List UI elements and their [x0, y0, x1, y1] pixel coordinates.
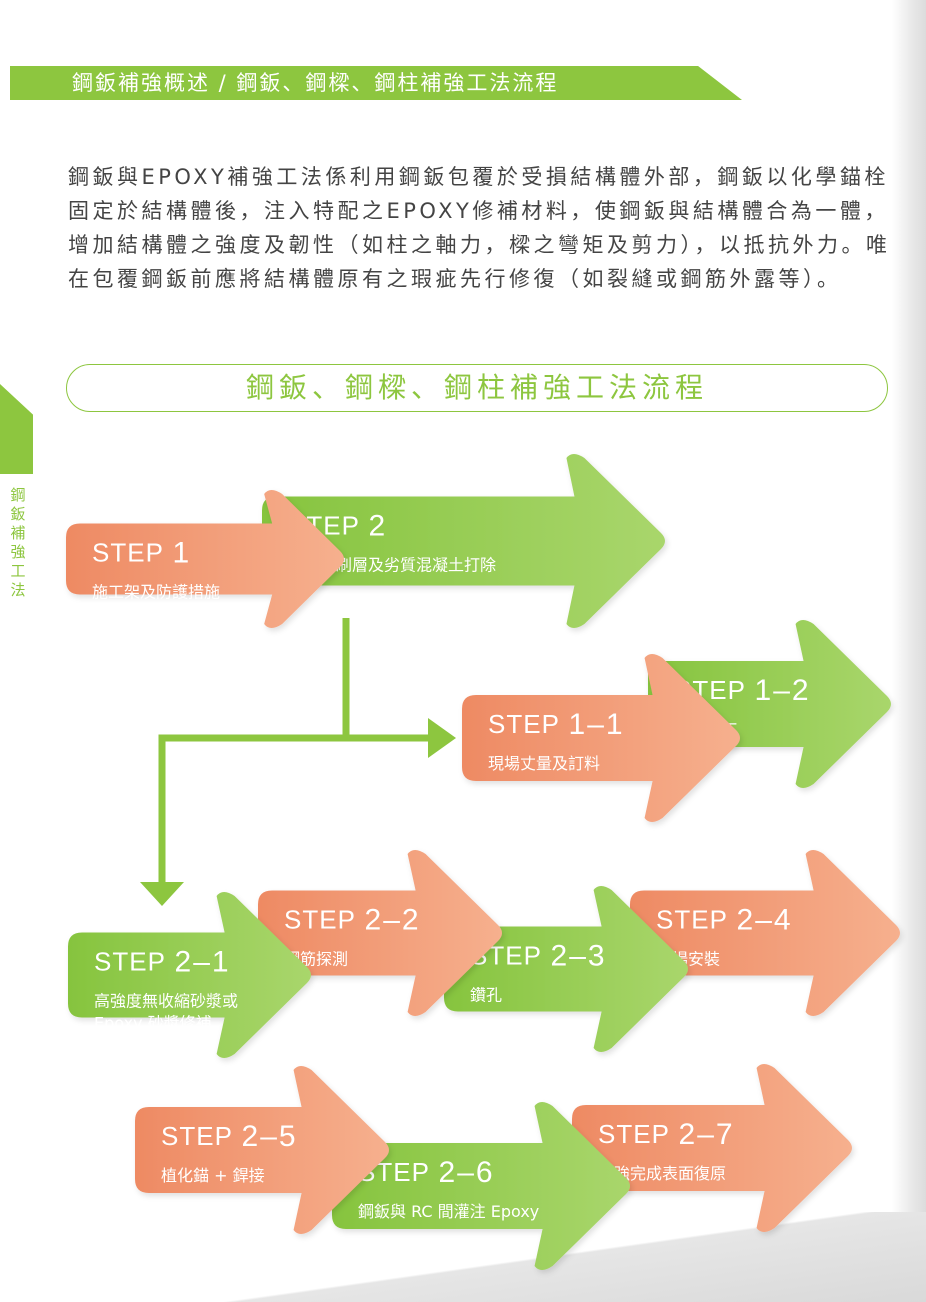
step-label: Epoxy 砂漿修補 [94, 1014, 212, 1033]
flow-arrows: STEP2表面粉刷層及劣質混凝土打除STEP1施工架及防護措施STEP1–2工廠… [66, 454, 900, 1270]
side-tab-char: 強 [10, 543, 26, 561]
step-number: 2 [369, 510, 388, 543]
intro-paragraph: 鋼鈑與EPOXY補強工法係利用鋼鈑包覆於受損結構體外部，鋼鈑以化學錨栓固定於結構… [68, 165, 891, 291]
step-word: STEP [656, 905, 728, 935]
step-arrow-2-5: STEP 2–5 植化錨 + 銲接 [135, 1066, 389, 1234]
step-word: STEP [284, 905, 356, 935]
step-label: 鑽孔 [470, 986, 502, 1005]
step-word: STEP [92, 538, 164, 568]
step-label: 高強度無收縮砂漿或 [94, 992, 238, 1011]
step-arrow-shape [135, 1066, 389, 1234]
step-arrow-shape [66, 490, 344, 628]
side-tab-char: 工 [10, 562, 26, 580]
step-arrow-shape [630, 850, 900, 1016]
page-title: 鋼鈑補強概述 / 鋼鈑、鋼樑、鋼柱補強工法流程 [72, 71, 559, 95]
step-number: 2–5 [242, 1120, 298, 1153]
step-arrow-shape [262, 454, 665, 628]
step-number: 2–2 [365, 904, 421, 937]
connector-arrowhead [140, 882, 184, 906]
step-number: 2–3 [551, 940, 607, 973]
step-number: 2–1 [175, 946, 231, 979]
step-word: STEP [598, 1119, 670, 1149]
step-number: 1 [173, 537, 192, 570]
step-arrow-1-1: STEP 1–1 現場丈量及訂料 [462, 654, 740, 822]
step-label: 植化錨 + 銲接 [161, 1166, 265, 1185]
step-number: 2–6 [439, 1156, 495, 1189]
flow-connectors [140, 618, 456, 906]
side-tab-char: 補 [10, 524, 26, 542]
side-tab-char: 鈑 [10, 505, 26, 523]
step-label: 補強完成表面復原 [598, 1164, 726, 1183]
step-arrow-2-7: STEP 2–7 補強完成表面復原 [572, 1064, 852, 1232]
step-word: STEP [488, 709, 560, 739]
step-arrow-shape [332, 1102, 630, 1270]
connector-arrowhead [428, 718, 456, 758]
connector-line [158, 734, 346, 884]
step-word: STEP [94, 947, 166, 977]
flow-title-pill [66, 364, 888, 412]
step-arrow-1: STEP 1 施工架及防護措施 [66, 490, 344, 628]
side-tab-text: 鋼 鈑 補 強 工 法 [8, 486, 28, 600]
step-number: 1–1 [569, 708, 625, 741]
header-band [10, 66, 742, 100]
step-word: STEP [161, 1121, 233, 1151]
connector-line [342, 618, 432, 742]
step-arrow-shape [68, 892, 311, 1058]
flow-title: 鋼鈑、鋼樑、鋼柱補強工法流程 [245, 371, 708, 404]
step-label: 鋼鈑與 RC 間灌注 Epoxy [358, 1202, 539, 1221]
step-arrow-shape [572, 1064, 852, 1232]
step-arrow-shape [462, 654, 740, 822]
page-edge-shadow [892, 0, 926, 1302]
side-tab-char: 法 [10, 581, 26, 599]
step-arrow-shape [258, 850, 502, 1016]
step-label: 施工架及防護措施 [92, 583, 220, 602]
step-number: 2–7 [679, 1118, 735, 1151]
step-number: 1–2 [755, 674, 811, 707]
step-number: 2–4 [737, 904, 793, 937]
side-tab-char: 鋼 [10, 486, 26, 504]
step-arrow-2-1: STEP 2–1 高強度無收縮砂漿或 Epoxy 砂漿修補 [68, 892, 311, 1058]
step-arrow-shape [444, 886, 688, 1052]
step-label: 現場丈量及訂料 [488, 754, 600, 773]
